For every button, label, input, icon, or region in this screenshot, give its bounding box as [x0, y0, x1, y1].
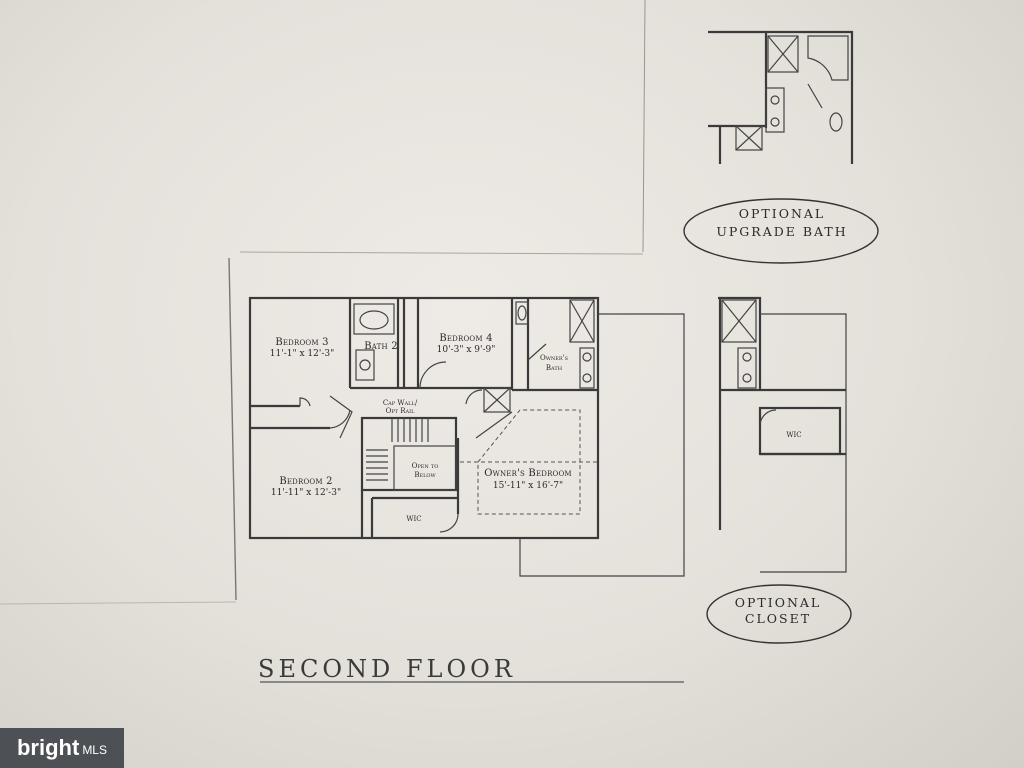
bright-mls-watermark: bright MLS: [0, 728, 124, 768]
optional-closet-line1: OPTIONAL: [735, 595, 821, 610]
optional-upgrade-bath-plan: [683, 30, 879, 264]
cap-wall-label-line2: Opt Rail: [386, 407, 416, 415]
watermark-brand: bright: [16, 735, 80, 760]
page-guide-line: [228, 257, 237, 601]
bedroom3-dimensions: 11'-1" x 12'-3": [270, 349, 334, 359]
open-to-below-line2: Below: [414, 471, 436, 479]
watermark-suffix: MLS: [82, 743, 107, 757]
owners-bath-label-line2: Bath: [546, 364, 563, 372]
bedroom4-label: Bedroom 4: [439, 333, 492, 344]
exterior-wall: [248, 296, 600, 540]
bath2-label: Bath 2: [364, 341, 398, 352]
wic-main-label: WIC: [406, 515, 421, 523]
owners-bedroom-dimensions: 15'-11" x 16'-7": [493, 481, 563, 491]
floor-title: SECOND FLOOR: [258, 655, 516, 683]
bedroom2-dimensions: 11'-11" x 12'-3": [271, 488, 341, 498]
page-guide-line: [239, 251, 644, 255]
bedroom3-label: Bedroom 3: [275, 337, 328, 348]
optional-upgrade-bath-oval: [683, 198, 879, 264]
page-guide-line: [0, 601, 237, 605]
optional-upgrade-bath-line1: OPTIONAL: [739, 206, 825, 221]
optional-upgrade-bath-line2: UPGRADE BATH: [716, 224, 847, 239]
owners-bath-label-line1: Owner's: [540, 354, 569, 362]
optional-closet-plan: [706, 296, 852, 644]
main-floor-plan: [248, 296, 685, 577]
bedroom2-label: Bedroom 2: [279, 476, 332, 487]
wic-option-label: WIC: [786, 431, 801, 439]
cap-wall-label-line1: Cap Wall/: [383, 399, 418, 407]
open-to-below-line1: Open to: [412, 462, 439, 470]
page-guide-line: [642, 0, 646, 253]
owners-bedroom-label: Owner's Bedroom: [484, 468, 572, 479]
bedroom4-dimensions: 10'-3" x 9'-9": [437, 345, 496, 355]
roof-outline: [519, 313, 685, 577]
optional-closet-line2: CLOSET: [745, 611, 811, 626]
optional-closet-oval: [706, 584, 852, 644]
